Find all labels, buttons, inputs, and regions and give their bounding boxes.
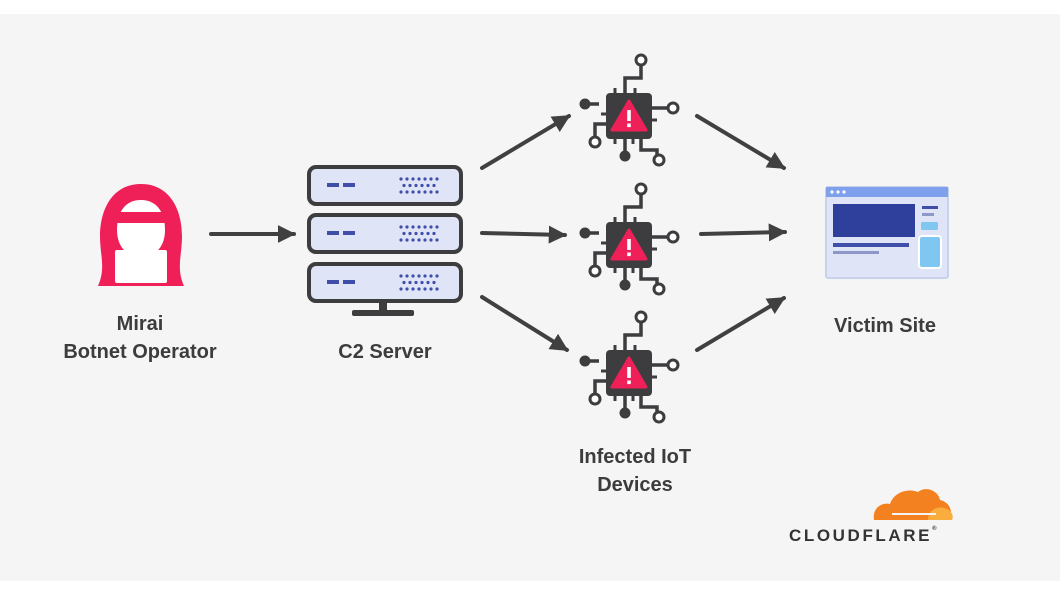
infected-chip-icon [577, 310, 680, 424]
c2-server-label: C2 Server [338, 341, 432, 363]
arrow-device-3-to-victim [695, 296, 786, 352]
brand-mark: ® [932, 526, 937, 532]
diagram-background [0, 14, 1060, 581]
operator-label: Mirai Botnet Operator [40, 310, 240, 366]
brand-name: CLOUDFLARE [789, 526, 933, 545]
browser-window-icon [825, 186, 949, 279]
server-rack-icon [307, 165, 463, 316]
devices-label-line2: Devices [597, 474, 673, 496]
arrow-c2-to-device-2 [480, 225, 567, 244]
arrow-c2-to-device-1 [480, 114, 571, 170]
devices-label: Infected IoT Devices [545, 443, 725, 499]
devices-label-line1: Infected IoT [578, 446, 692, 468]
operator-label-line1: Mirai [116, 313, 164, 335]
infected-chip-icon [577, 53, 680, 167]
hooded-hacker-icon [98, 184, 184, 286]
victim-site-label: Victim Site [834, 315, 936, 337]
infected-chip-icon [577, 182, 680, 296]
arrow-device-1-to-victim [695, 114, 786, 170]
cloudflare-logo: CLOUDFLARE® [789, 526, 937, 546]
arrow-device-2-to-victim [699, 223, 787, 242]
flow-arrows [209, 114, 787, 352]
operator-label-line2: Botnet Operator [63, 341, 217, 363]
arrow-c2-to-device-3 [480, 295, 569, 352]
cloud-logo-icon [873, 489, 953, 520]
